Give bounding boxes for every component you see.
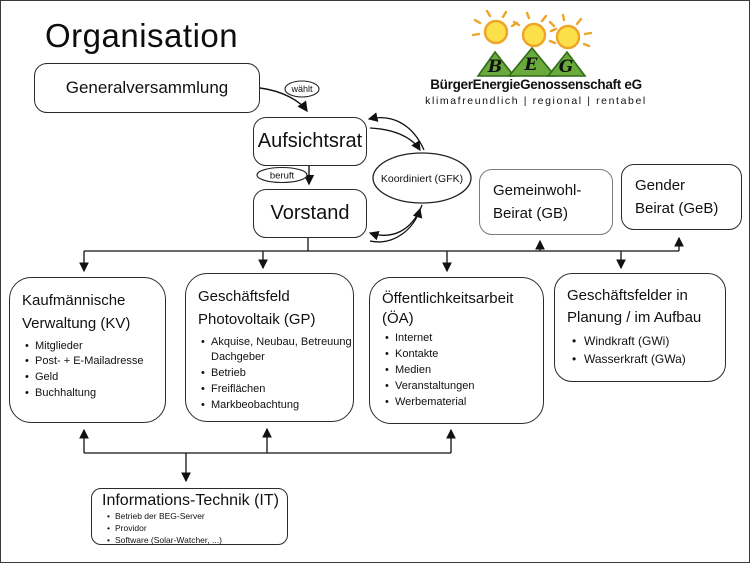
koordiniert-ellipse: [372, 152, 472, 204]
gfp-title: Geschäftsfelder in Planung / im Aufbau: [567, 287, 702, 326]
bullet-item: Internet: [384, 331, 537, 347]
beg-logo: B E G BürgerEnergieGeno: [425, 9, 647, 107]
bullet-item: Providor: [106, 523, 281, 535]
bullet-item: Wasserkraft (GWa): [569, 350, 719, 368]
logo-name: BürgerEnergieGenossenschaft eG: [430, 77, 642, 92]
node-oeffentlichkeitsarbeit: Öffentlichkeitsarbeit (ÖA) InternetKonta…: [369, 277, 544, 424]
bullet-item: Post- + E-Mailadresse: [24, 354, 159, 370]
edge-aufsichtsrat-to-koordiniert: [369, 127, 421, 152]
waehlt-oval: [284, 80, 320, 98]
logo-mountains-icon: B E G: [476, 46, 587, 77]
oa-bullet-list: InternetKontakteMedienVeranstaltungenWer…: [382, 331, 537, 411]
logo-letter-g: G: [559, 57, 574, 77]
bullet-item: Mitglieder: [24, 339, 159, 355]
generalversammlung-label: Generalversammlung: [65, 78, 229, 97]
bullet-item: Werbematerial: [384, 395, 537, 411]
it-title: Informations-Technik (IT): [102, 492, 279, 509]
waehlt-label: wählt: [290, 84, 313, 94]
edge-vorstand-to-koordiniert: [369, 207, 423, 243]
logo-tagline: klimafreundlich | regional | rentabel: [425, 95, 647, 107]
gfp-bullet-list: Windkraft (GWi)Wasserkraft (GWa): [567, 332, 719, 368]
gp-title: Geschäftsfeld Photovoltaik (GP): [198, 288, 316, 329]
beruft-oval: [256, 166, 308, 184]
page-title: Organisation: [45, 17, 239, 54]
edge-koordiniert-to-vorstand: [368, 204, 423, 241]
bullet-item: Freiflächen: [200, 382, 352, 398]
node-gemeinwohl-beirat: Gemeinwohl- Beirat (GB): [479, 169, 613, 235]
node-gender-beirat: Gender Beirat (GeB): [621, 164, 742, 230]
bullet-item: Akquise, Neubau, Betreuung Dachgeber: [200, 335, 352, 367]
bullet-item: Windkraft (GWi): [569, 332, 719, 350]
aufsichtsrat-label: Aufsichtsrat: [257, 130, 363, 152]
node-generalversammlung: Generalversammlung: [34, 63, 260, 113]
node-vorstand: Vorstand: [253, 189, 367, 238]
beruft-label: beruft: [270, 171, 295, 182]
vorstand-label: Vorstand: [270, 202, 350, 224]
gp-bullet-list: Akquise, Neubau, Betreuung DachgeberBetr…: [198, 335, 352, 415]
node-kaufmaennische-verwaltung: Kaufmännische Verwaltung (KV) Mitglieder…: [9, 277, 166, 423]
node-geschaeftsfeld-photovoltaik: Geschäftsfeld Photovoltaik (GP) Akquise,…: [185, 273, 354, 422]
logo-suns-icon: [471, 9, 593, 50]
koordiniert-label: Koordiniert (GFK): [381, 173, 463, 185]
bus-vorstand-distribution: [84, 238, 679, 252]
bullet-item: Betrieb: [200, 366, 352, 382]
node-informations-technik: Informations-Technik (IT) Betrieb der BE…: [91, 488, 288, 547]
bullet-item: Geld: [24, 370, 159, 386]
oa-title: Öffentlichkeitsarbeit (ÖA): [382, 290, 514, 327]
edge-generalversammlung-to-aufsichtsrat: [259, 87, 308, 113]
bullet-item: Medien: [384, 363, 537, 379]
bullet-item: Software (Solar-Watcher, ...): [106, 535, 281, 547]
node-aufsichtsrat: Aufsichtsrat: [253, 117, 367, 166]
node-geschaeftsfelder-planung: Geschäftsfelder in Planung / im Aufbau W…: [554, 273, 726, 382]
it-bullet-list: Betrieb der BEG-ServerProvidorSoftware (…: [104, 511, 281, 547]
kv-bullet-list: MitgliederPost- + E-MailadresseGeldBuchh…: [22, 339, 159, 403]
bullet-item: Veranstaltungen: [384, 379, 537, 395]
kv-title: Kaufmännische Verwaltung (KV): [22, 292, 131, 333]
bullet-item: Buchhaltung: [24, 386, 159, 402]
bullet-item: Betrieb der BEG-Server: [106, 511, 281, 523]
logo-letter-b: B: [487, 57, 502, 77]
logo-letter-e: E: [524, 55, 539, 75]
bullet-item: Kontakte: [384, 347, 537, 363]
bullet-item: Markbeobachtung: [200, 398, 352, 414]
